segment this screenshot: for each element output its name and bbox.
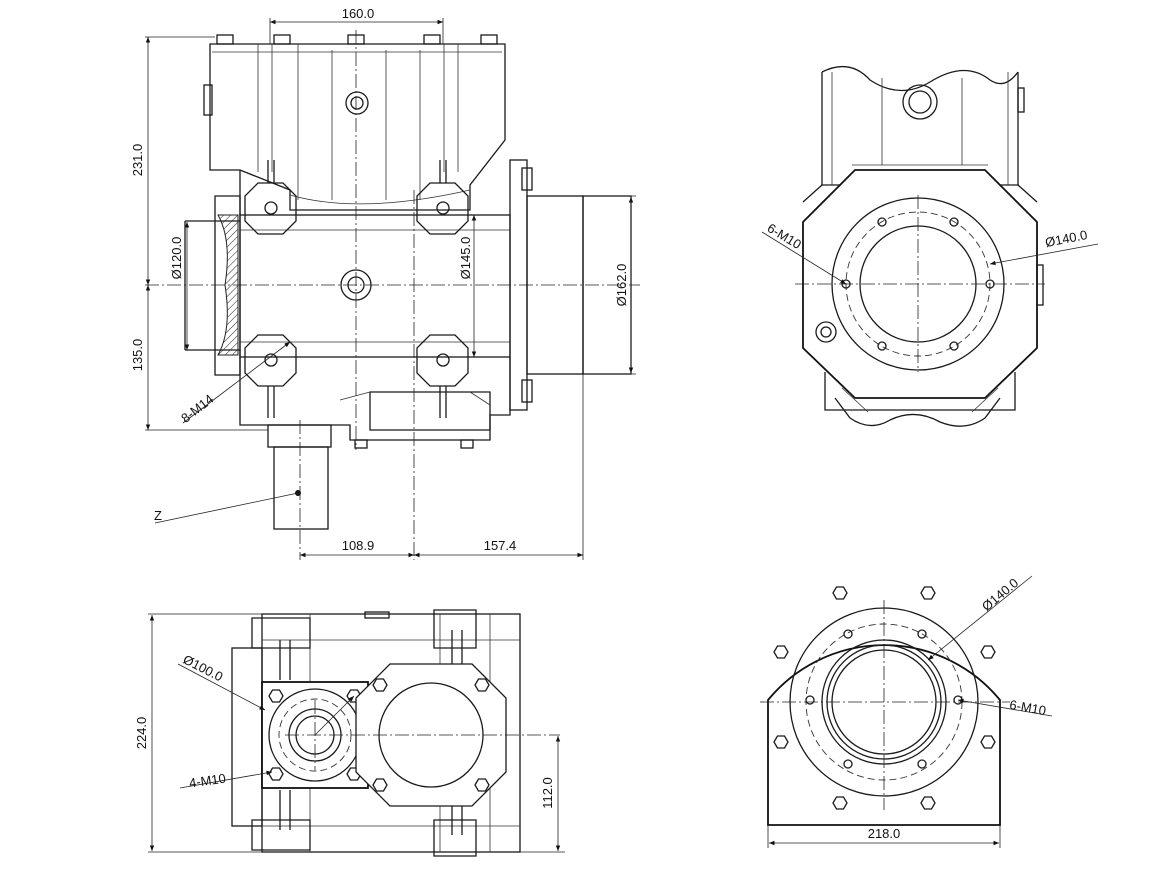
dim-flange-dia: Ø162.0 [614, 264, 629, 307]
dim-height-upper: 231.0 [130, 144, 145, 177]
label-end-pcd: Ø140.0 [979, 575, 1021, 614]
plan-view: Ø100.0 224.0 4-M10 112.0 [134, 609, 565, 857]
dim-offset-shaft: 108.9 [342, 538, 375, 553]
side-view: 6-M10 Ø140.0 [761, 65, 1099, 427]
dim-housing-dia: Ø145.0 [458, 237, 473, 280]
dim-plan-height: 224.0 [134, 717, 149, 750]
front-view: 160.0 231.0 135.0 Ø120.0 Ø145.0 Ø162.0 8… [130, 6, 640, 560]
label-plan-pcd: Ø100.0 [181, 652, 226, 685]
label-plan-bolts: 4-M10 [188, 771, 227, 791]
label-side-pcd: Ø140.0 [1044, 227, 1089, 250]
label-end-bolts: 6-M10 [1008, 697, 1047, 718]
dim-end-width: 218.0 [868, 826, 901, 841]
label-shaft-z: Z [154, 508, 162, 523]
dim-height-lower: 135.0 [130, 339, 145, 372]
dim-plan-offset: 112.0 [540, 777, 555, 809]
dim-top-width: 160.0 [342, 6, 375, 21]
label-bolts-front: 8-M14 [178, 391, 216, 426]
end-view: Ø140.0 6-M10 218.0 [760, 575, 1053, 848]
label-side-bolts: 6-M10 [765, 220, 804, 252]
dim-bore-dia: Ø120.0 [169, 237, 184, 280]
dim-offset-flange: 157.4 [484, 538, 517, 553]
